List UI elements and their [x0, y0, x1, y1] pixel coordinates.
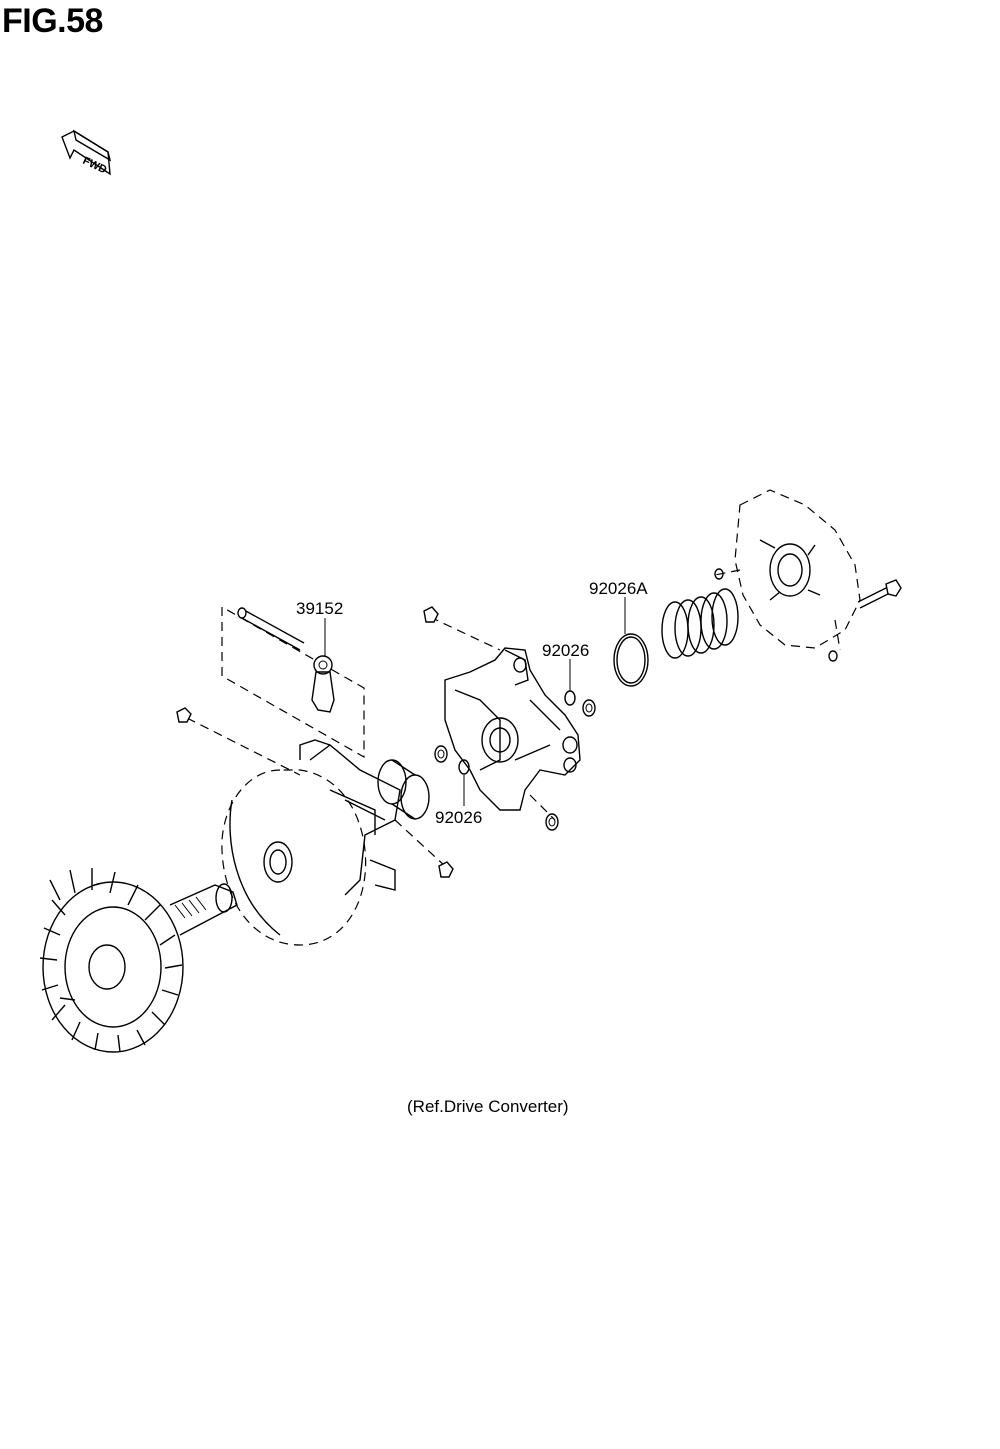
o-ring-92026A — [613, 633, 649, 687]
washer-lower-right — [545, 813, 559, 831]
bolt-lower — [438, 861, 454, 878]
leader-lines — [324, 597, 626, 806]
pin-cover-bottom — [828, 650, 838, 662]
pin-cover-left — [714, 568, 724, 580]
callout-39152: 39152 — [296, 599, 343, 618]
movable-sheave-part — [221, 739, 401, 946]
washer-upper-right — [582, 699, 596, 717]
bolt-upper — [423, 606, 439, 623]
spider-housing-part — [444, 647, 581, 811]
drive-fan-part — [39, 868, 238, 1053]
figure-title: FIG.58 — [2, 2, 103, 40]
weight-arm-part — [311, 655, 335, 713]
bolt-upper-left — [176, 707, 192, 723]
bushing-part — [377, 759, 430, 820]
spider-cover-part — [734, 489, 861, 649]
washer-lower-left — [434, 745, 448, 763]
fwd-label: FWD — [81, 155, 109, 176]
fwd-arrow-icon: FWD — [61, 129, 112, 176]
callout-92026A: 92026A — [589, 579, 648, 598]
washer-lower-92026 — [458, 759, 470, 775]
callout-92026-lower: 92026 — [435, 808, 482, 827]
bolt-cover — [857, 579, 902, 609]
washer-upper-92026 — [564, 690, 576, 706]
spring-part — [661, 588, 739, 659]
callout-92026-upper: 92026 — [542, 641, 589, 660]
figure-caption: (Ref.Drive Converter) — [407, 1097, 569, 1116]
guide-lines — [186, 569, 841, 867]
pin-part — [237, 607, 305, 651]
